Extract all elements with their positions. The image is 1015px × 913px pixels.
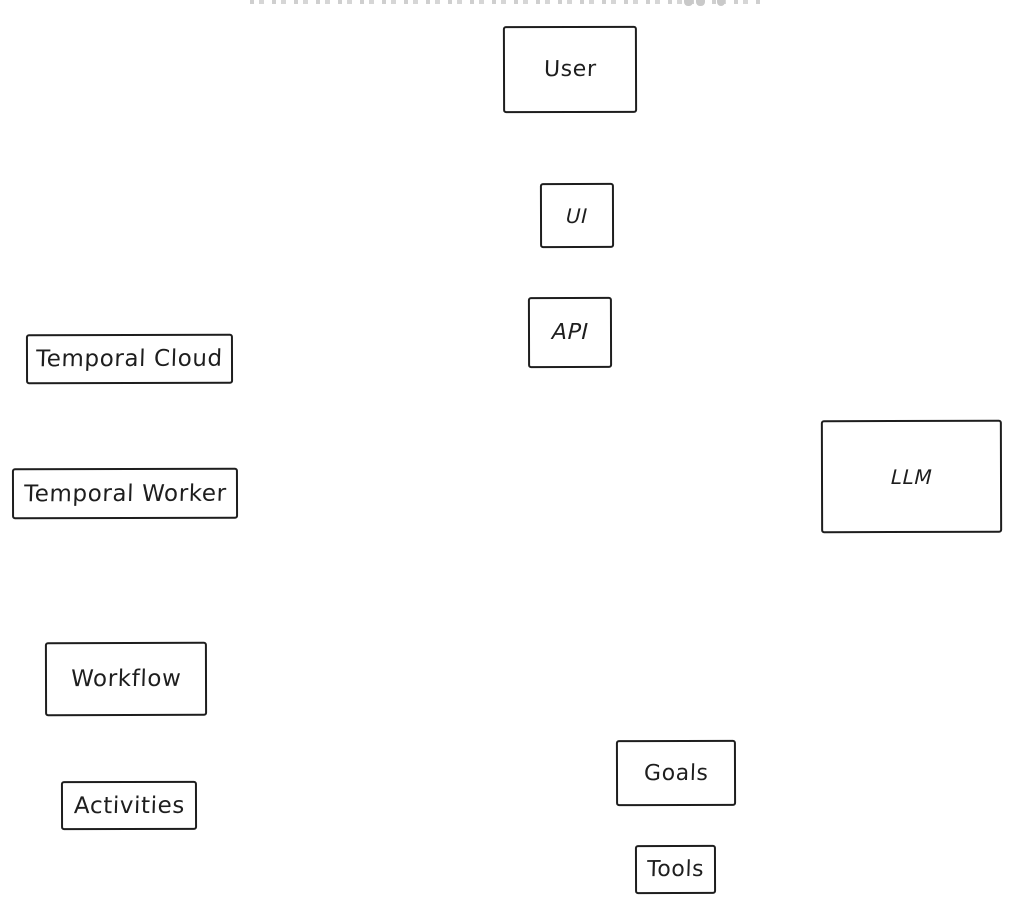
diagram-node-goals[interactable]: Goals [615,739,737,807]
node-label: Tools [646,856,705,883]
diagram-node-ui[interactable]: UI [539,182,615,249]
diagram-node-user[interactable]: User [502,25,638,114]
node-label: Temporal Worker [23,480,227,507]
node-label: UI [565,203,589,228]
diagram-node-tools[interactable]: Tools [634,844,717,895]
diagram-node-temporal-worker[interactable]: Temporal Worker [11,467,239,520]
node-label: Goals [643,760,709,786]
clipped-text-descender [684,0,693,6]
node-label: API [551,319,589,346]
diagram-node-temporal-cloud[interactable]: Temporal Cloud [25,333,234,385]
diagram-node-llm[interactable]: LLM [820,419,1003,534]
clipped-text-descender [696,0,705,6]
node-label: User [543,56,597,83]
clipped-text-descender [717,0,725,6]
node-label: Activities [73,792,185,819]
node-label: Workflow [70,665,182,693]
diagram-node-workflow[interactable]: Workflow [44,641,208,717]
node-label: Temporal Cloud [35,345,224,373]
diagram-node-activities[interactable]: Activities [60,780,198,831]
node-label: LLM [890,464,933,489]
clipped-text-remnant [250,0,762,4]
diagram-node-api[interactable]: API [527,296,613,369]
